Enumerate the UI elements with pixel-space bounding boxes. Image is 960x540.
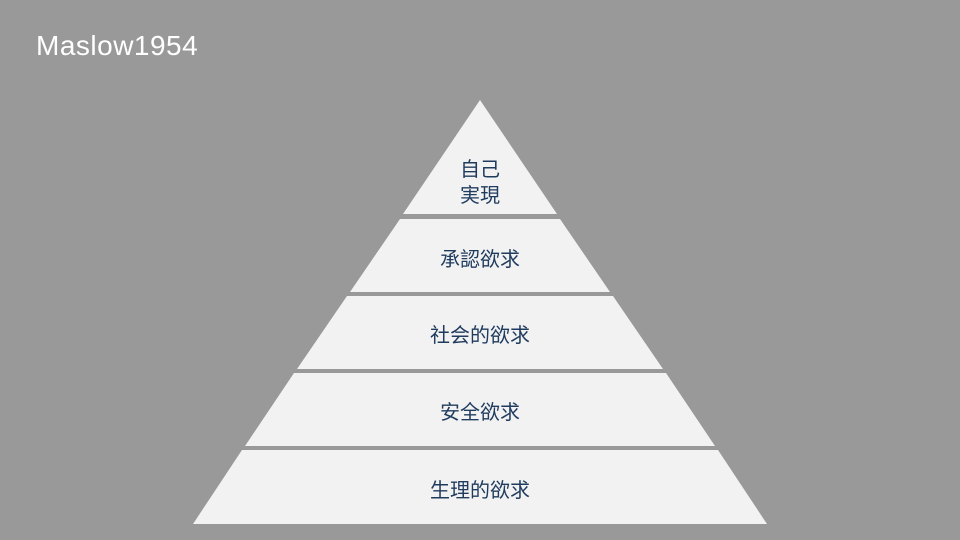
- tier-label-esteem: 承認欲求: [440, 247, 520, 271]
- tier-label-self-actualization-line1: 自己: [460, 157, 500, 181]
- tier-label-physiological: 生理的欲求: [430, 478, 530, 502]
- pyramid-tier-social: [297, 296, 663, 369]
- slide-title: Maslow1954: [36, 30, 199, 61]
- tier-label-self-actualization-line2: 実現: [460, 183, 500, 207]
- pyramid-tier-self-actualization: [403, 100, 557, 214]
- tier-label-self-actualization: 自己 実現: [380, 156, 580, 208]
- pyramid-tier-safety: [245, 373, 715, 446]
- pyramid-tier-esteem: [350, 219, 610, 292]
- pyramid-tier-physiological: [193, 450, 767, 524]
- tier-label-social: 社会的欲求: [430, 323, 530, 347]
- tier-label-safety: 安全欲求: [440, 400, 520, 424]
